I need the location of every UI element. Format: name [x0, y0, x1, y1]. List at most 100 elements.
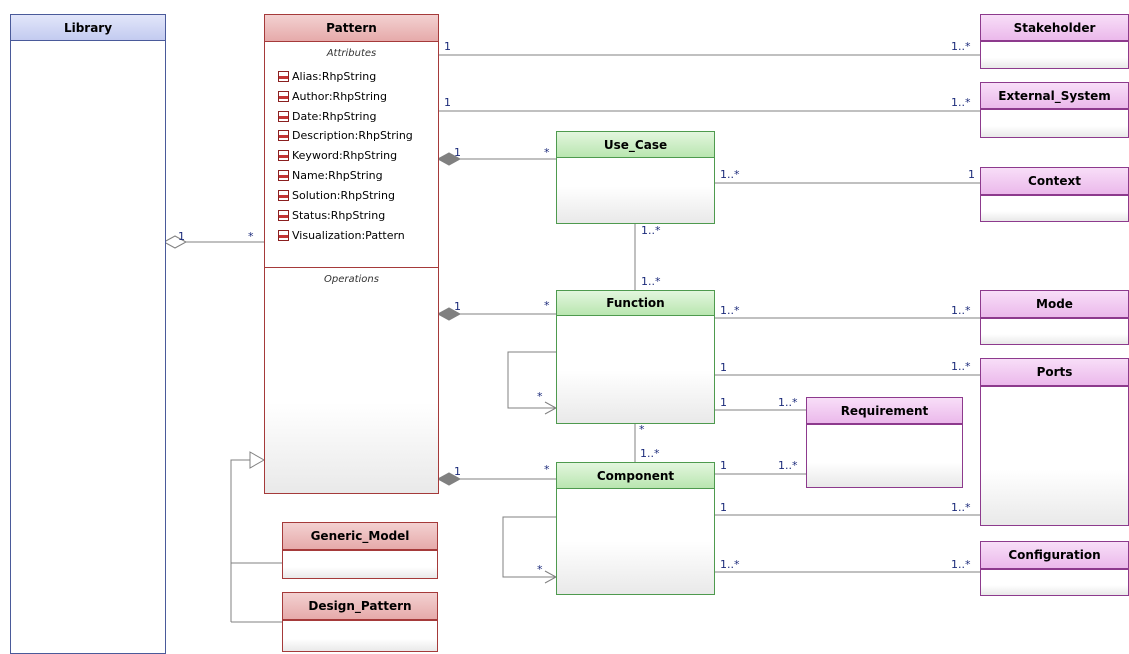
edge-generic-model-generalization: [230, 459, 282, 564]
attribute-label: Description:RhpString: [292, 128, 413, 142]
composition-diamond-function: [436, 307, 462, 321]
multiplicity-label: 1: [720, 396, 727, 409]
class-context[interactable]: Context: [980, 167, 1129, 222]
multiplicity-label: 1..*: [641, 224, 661, 237]
multiplicity-label: 1: [720, 361, 727, 374]
attribute-label: Solution:RhpString: [292, 188, 395, 202]
multiplicity-label: *: [639, 423, 645, 436]
multiplicity-label: *: [248, 230, 254, 243]
attribute-item[interactable]: Solution:RhpString: [278, 186, 395, 204]
class-mode-body: [981, 318, 1128, 344]
class-generic-model[interactable]: Generic_Model: [282, 522, 438, 579]
multiplicity-label: 1..*: [640, 447, 660, 460]
aggregation-diamond-library: [162, 235, 188, 249]
attribute-icon: [278, 110, 289, 122]
class-pattern[interactable]: Pattern Attributes Alias:RhpString Autho…: [264, 14, 439, 494]
attribute-icon: [278, 129, 289, 141]
class-mode[interactable]: Mode: [980, 290, 1129, 345]
class-configuration-title: Configuration: [981, 542, 1128, 569]
operations-compartment: Operations: [265, 267, 438, 493]
class-configuration[interactable]: Configuration: [980, 541, 1129, 596]
multiplicity-label: *: [537, 390, 543, 403]
class-context-title: Context: [981, 168, 1128, 195]
multiplicity-label: 1..*: [951, 40, 971, 53]
edge-function-self: [507, 351, 556, 409]
class-design-pattern[interactable]: Design_Pattern: [282, 592, 438, 652]
multiplicity-label: 1..*: [951, 96, 971, 109]
attribute-icon: [278, 209, 289, 221]
class-context-body: [981, 195, 1128, 221]
attribute-item[interactable]: Name:RhpString: [278, 166, 383, 184]
multiplicity-label: 1: [178, 230, 185, 243]
class-stakeholder[interactable]: Stakeholder: [980, 14, 1129, 69]
multiplicity-label: *: [537, 563, 543, 576]
attribute-label: Keyword:RhpString: [292, 148, 398, 162]
attribute-item[interactable]: Visualization:Pattern: [278, 226, 405, 244]
multiplicity-label: 1: [454, 146, 461, 159]
multiplicity-label: 1..*: [951, 558, 971, 571]
multiplicity-label: 1: [720, 501, 727, 514]
attribute-icon: [278, 189, 289, 201]
class-external-system[interactable]: External_System: [980, 82, 1129, 138]
edge-component-self: [502, 516, 556, 578]
attribute-icon: [278, 169, 289, 181]
class-use-case[interactable]: Use_Case: [556, 131, 715, 224]
class-ports[interactable]: Ports: [980, 358, 1129, 526]
class-library-title: Library: [11, 15, 165, 41]
composition-diamond-component: [436, 472, 462, 486]
class-design-pattern-body: [283, 620, 437, 651]
class-stakeholder-body: [981, 41, 1128, 68]
multiplicity-label: 1: [454, 300, 461, 313]
multiplicity-label: *: [544, 146, 550, 159]
attribute-icon: [278, 149, 289, 161]
class-library[interactable]: Library: [10, 14, 166, 654]
attributes-caption: Attributes: [326, 48, 377, 59]
multiplicity-label: 1..*: [778, 396, 798, 409]
attribute-item[interactable]: Keyword:RhpString: [278, 146, 397, 164]
attribute-icon: [278, 90, 289, 102]
class-external-system-body: [981, 109, 1128, 137]
class-requirement-title: Requirement: [807, 398, 962, 424]
attribute-label: Author:RhpString: [292, 89, 387, 103]
class-generic-model-body: [283, 550, 437, 578]
class-component-title: Component: [557, 463, 714, 489]
class-requirement-body: [807, 424, 962, 487]
class-configuration-body: [981, 569, 1128, 595]
multiplicity-label: 1..*: [951, 360, 971, 373]
multiplicity-label: *: [544, 463, 550, 476]
attribute-item[interactable]: Description:RhpString: [278, 126, 413, 144]
class-requirement[interactable]: Requirement: [806, 397, 963, 488]
attribute-label: Date:RhpString: [292, 109, 377, 123]
multiplicity-label: 1..*: [951, 304, 971, 317]
class-component[interactable]: Component: [556, 462, 715, 595]
class-stakeholder-title: Stakeholder: [981, 15, 1128, 41]
composition-diamond-use-case: [436, 152, 462, 166]
class-use-case-title: Use_Case: [557, 132, 714, 158]
attribute-icon: [278, 70, 289, 82]
attribute-label: Name:RhpString: [292, 168, 383, 182]
attribute-item[interactable]: Status:RhpString: [278, 206, 385, 224]
multiplicity-label: 1: [444, 40, 451, 53]
multiplicity-label: 1..*: [720, 304, 740, 317]
attribute-item[interactable]: Alias:RhpString: [278, 67, 376, 85]
multiplicity-label: 1..*: [951, 501, 971, 514]
class-ports-title: Ports: [981, 359, 1128, 386]
class-ports-body: [981, 386, 1128, 525]
operations-caption: Operations: [324, 274, 379, 285]
attribute-label: Alias:RhpString: [292, 69, 377, 83]
class-pattern-title: Pattern: [265, 15, 438, 42]
class-mode-title: Mode: [981, 291, 1128, 318]
multiplicity-label: 1: [968, 168, 975, 181]
attribute-icon: [278, 229, 289, 241]
generalization-triangle: [249, 451, 266, 469]
multiplicity-label: *: [544, 299, 550, 312]
attribute-item[interactable]: Author:RhpString: [278, 87, 387, 105]
multiplicity-label: 1..*: [641, 275, 661, 288]
attribute-item[interactable]: Date:RhpString: [278, 107, 376, 125]
attribute-label: Visualization:Pattern: [292, 228, 405, 242]
class-function[interactable]: Function: [556, 290, 715, 424]
multiplicity-label: 1..*: [720, 558, 740, 571]
multiplicity-label: 1..*: [720, 168, 740, 181]
class-design-pattern-title: Design_Pattern: [283, 593, 437, 620]
